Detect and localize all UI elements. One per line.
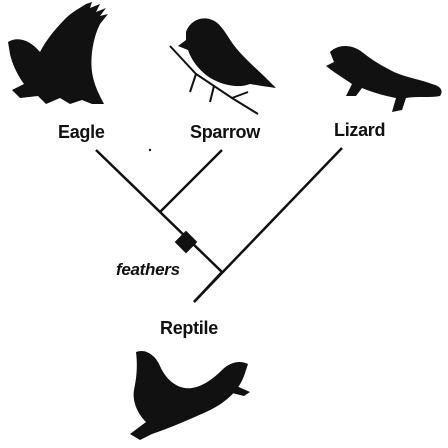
- stray-dot: [149, 149, 151, 151]
- sparrow-silhouette-icon: [170, 18, 276, 114]
- lizard-silhouette-icon: [326, 46, 442, 112]
- branch-root: [194, 272, 222, 302]
- taxon-label-lizard: Lizard: [334, 120, 385, 141]
- root-label-reptile: Reptile: [160, 318, 218, 339]
- taxon-label-eagle: Eagle: [58, 122, 105, 143]
- branch-sparrow: [160, 150, 222, 212]
- feathers-trait-marker: [175, 231, 198, 254]
- taxon-label-sparrow: Sparrow: [190, 122, 260, 143]
- eagle-silhouette-icon: [8, 2, 108, 104]
- trait-label-feathers: feathers: [116, 260, 180, 280]
- crocodile-silhouette-icon: [130, 351, 250, 440]
